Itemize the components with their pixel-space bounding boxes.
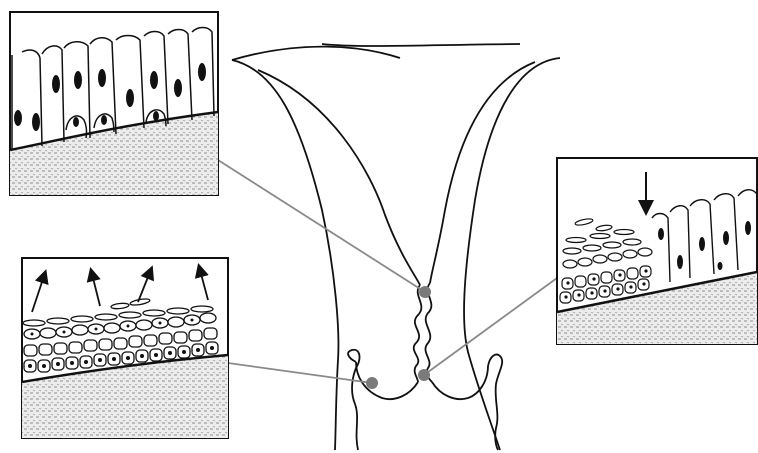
junction-point [418, 369, 430, 381]
markers [366, 286, 431, 389]
ectocervix-point [366, 377, 378, 389]
squamous-epithelium-inset [22, 258, 228, 438]
endocervical-canal-point [419, 286, 431, 298]
leader-lines [218, 160, 557, 383]
leader-line-squamous [228, 363, 372, 383]
leader-line-columnar [218, 160, 425, 292]
transformation-zone-inset [557, 158, 757, 344]
columnar-epithelium-inset [10, 12, 218, 195]
cervix-outline [232, 44, 560, 450]
